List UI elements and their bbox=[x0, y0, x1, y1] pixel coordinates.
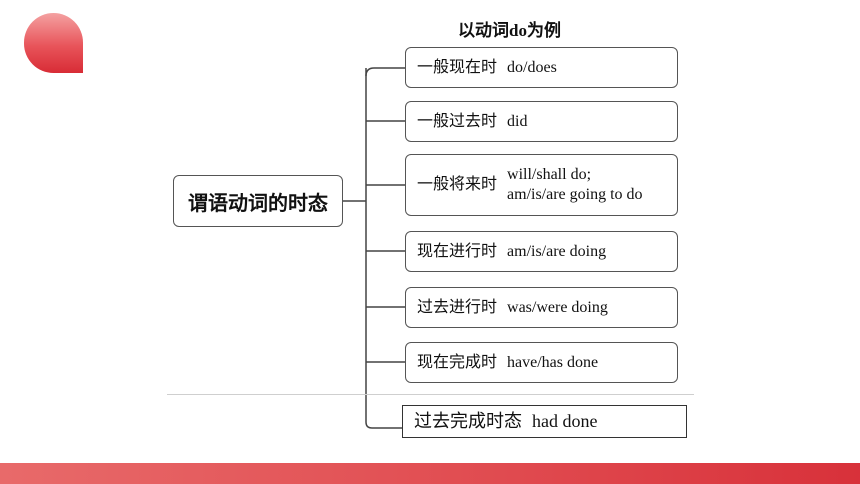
trunk-line bbox=[365, 68, 402, 429]
branch-connector-1 bbox=[365, 67, 405, 77]
branch-past-continuous: 过去进行时 was/were doing bbox=[405, 287, 678, 328]
diagram-caption: 以动词do为例 bbox=[458, 21, 561, 40]
example-line: am/is/are going to do bbox=[507, 186, 643, 203]
branch-simple-future: 一般将来时 will/shall do; am/is/are going to … bbox=[405, 154, 678, 216]
tense-name: 一般将来时 bbox=[417, 176, 498, 193]
example-line: will/shall do; bbox=[507, 166, 592, 183]
branch-past-perfect: 过去完成时态 had done bbox=[402, 405, 687, 438]
tense-name: 现在进行时 bbox=[417, 242, 498, 260]
tense-example: will/shall do; am/is/are going to do bbox=[507, 165, 643, 205]
branch-simple-present: 一般现在时 do/does bbox=[405, 47, 678, 88]
tense-name: 过去完成时态 bbox=[414, 411, 522, 432]
root-node: 谓语动词的时态 bbox=[173, 175, 343, 227]
tense-example: have/has done bbox=[507, 353, 599, 371]
tense-example: had done bbox=[532, 411, 598, 432]
tense-name: 过去进行时 bbox=[417, 298, 498, 316]
tense-example: do/does bbox=[507, 58, 557, 76]
tense-name: 现在完成时 bbox=[417, 353, 498, 371]
branch-simple-past: 一般过去时 did bbox=[405, 101, 678, 142]
tense-name: 一般过去时 bbox=[417, 112, 498, 130]
tense-example: am/is/are doing bbox=[507, 242, 607, 260]
divider-line bbox=[167, 394, 694, 395]
root-label: 谓语动词的时态 bbox=[188, 192, 328, 215]
footer-bar bbox=[0, 463, 860, 484]
tense-example: did bbox=[507, 112, 528, 130]
branch-present-perfect: 现在完成时 have/has done bbox=[405, 342, 678, 383]
tense-name: 一般现在时 bbox=[417, 58, 498, 76]
corner-decoration bbox=[24, 13, 83, 73]
branch-present-continuous: 现在进行时 am/is/are doing bbox=[405, 231, 678, 272]
tense-example: was/were doing bbox=[507, 298, 608, 316]
